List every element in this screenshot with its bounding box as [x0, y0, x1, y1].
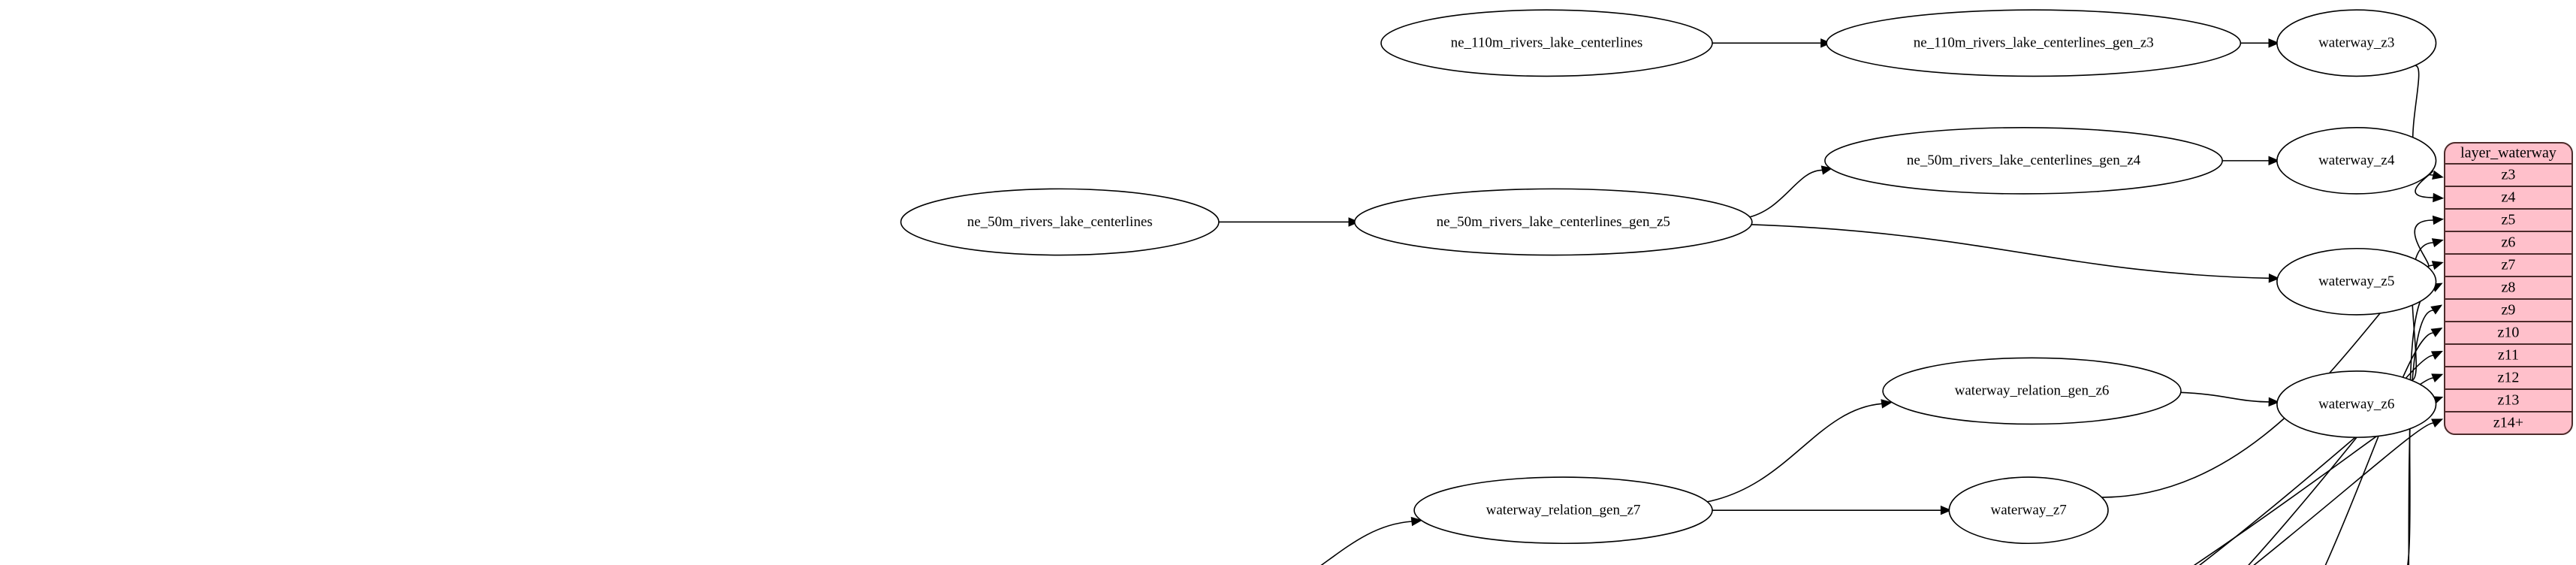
graph-node-waterway_z3[interactable]: waterway_z3 — [2276, 9, 2437, 77]
graph-node-waterway_z5[interactable]: waterway_z5 — [2276, 247, 2437, 316]
node-ellipse — [2276, 9, 2437, 77]
node-label: ne_50m_rivers_lake_centerlines_gen_z5 — [1437, 214, 1670, 230]
nodes-layer: imposm3osm_waterway_relationosm_waterway… — [900, 9, 2437, 545]
edge-arrowhead — [1940, 505, 1952, 515]
table-row-label: z3 — [2502, 167, 2516, 183]
graph-node-waterway_z4[interactable]: waterway_z4 — [2276, 126, 2437, 195]
edge-arrowhead — [2430, 328, 2443, 337]
graph-edge — [2414, 219, 2434, 267]
node-label: waterway_relation_gen_z7 — [1486, 502, 1641, 518]
edges-layer — [1215, 38, 2445, 565]
node-ellipse — [2276, 370, 2437, 438]
edge-arrowhead — [2431, 373, 2444, 382]
table-row-label: z4 — [2502, 189, 2516, 206]
node-ellipse — [2276, 247, 2437, 316]
table-row-label: z11 — [2498, 347, 2519, 364]
graph-node-ne_50m_rivers_lake_centerlines_gen_z4[interactable]: ne_50m_rivers_lake_centerlines_gen_z4 — [1824, 126, 2223, 195]
table-row-z6[interactable]: z6 — [2445, 231, 2572, 254]
graph-edge — [2253, 422, 2434, 565]
node-label: waterway_z5 — [2318, 273, 2394, 289]
table-row-z11[interactable]: z11 — [2445, 344, 2572, 367]
edge-arrowhead — [1348, 217, 1360, 227]
node-ellipse — [1826, 9, 2242, 77]
graph-edge — [2177, 391, 2270, 403]
graph-node-ne_50m_rivers_lake_centerlines_gen_z5[interactable]: ne_50m_rivers_lake_centerlines_gen_z5 — [1353, 188, 1753, 256]
graph-edge — [1746, 169, 1823, 219]
node-label: ne_110m_rivers_lake_centerlines_gen_z3 — [1914, 35, 2154, 51]
graph-node-waterway_relation_gen_z6[interactable]: waterway_relation_gen_z6 — [1882, 357, 2182, 425]
node-label: waterway_z4 — [2318, 153, 2395, 168]
edge-arrowhead — [2431, 261, 2444, 270]
graph-node-ne_110m_rivers_lake_centerlines_gen_z3[interactable]: ne_110m_rivers_lake_centerlines_gen_z3 — [1826, 9, 2242, 77]
node-ellipse — [1353, 188, 1753, 256]
node-label: waterway_z3 — [2318, 35, 2394, 51]
edge-arrowhead — [1820, 38, 1832, 48]
edge-arrowhead — [1881, 399, 1893, 409]
graph-edge — [2193, 400, 2434, 565]
edge-arrowhead — [2432, 170, 2444, 180]
graph-node-waterway_relation_gen_z7[interactable]: waterway_relation_gen_z7 — [1413, 476, 1713, 545]
graph-edge — [1747, 223, 2270, 279]
graph-edge — [2324, 332, 2434, 565]
table-row-z4[interactable]: z4 — [2445, 186, 2572, 209]
table-row-label: z14+ — [2493, 415, 2523, 431]
graph-edge — [2415, 170, 2434, 198]
node-ellipse — [2276, 126, 2437, 195]
table-row-label: z12 — [2498, 370, 2520, 386]
table-header-label: layer_waterway — [2460, 145, 2556, 162]
table-row-label: z5 — [2502, 212, 2516, 228]
node-ellipse — [1882, 357, 2182, 425]
edge-arrowhead — [2432, 215, 2445, 225]
graph-edge — [2408, 310, 2434, 565]
graph-node-ne_50m_rivers_lake_centerlines[interactable]: ne_50m_rivers_lake_centerlines — [900, 188, 1220, 256]
table-row-label: z7 — [2502, 257, 2516, 273]
node-ellipse — [1948, 476, 2109, 545]
table-row-label: z6 — [2502, 234, 2516, 251]
edge-arrowhead — [2431, 418, 2444, 428]
node-label: waterway_z7 — [1990, 502, 2066, 518]
node-ellipse — [1380, 9, 1713, 77]
node-label: waterway_z6 — [2318, 396, 2394, 412]
table-row-z7[interactable]: z7 — [2445, 254, 2572, 276]
graph-edge — [2411, 242, 2434, 381]
table-row-z13[interactable]: z13 — [2445, 389, 2572, 412]
node-label: ne_50m_rivers_lake_centerlines_gen_z4 — [1907, 153, 2141, 168]
table-row-z12[interactable]: z12 — [2445, 367, 2572, 389]
node-ellipse — [1413, 476, 1713, 545]
edge-arrowhead — [2431, 238, 2444, 248]
table-outline — [2444, 142, 2573, 435]
table-row-z5[interactable]: z5 — [2445, 209, 2572, 231]
node-ellipse — [900, 188, 1220, 256]
layer-waterway-table: layer_waterway z3 z4 z5 z6 z7 z8 z9 z10 z11 z12 z13… — [2444, 142, 2573, 435]
table-row-z9[interactable]: z9 — [2445, 299, 2572, 322]
node-ellipse — [1824, 126, 2223, 195]
graph-edge — [1704, 403, 1882, 503]
graph-edge — [2198, 377, 2434, 565]
edge-arrowhead — [2430, 304, 2443, 315]
node-label: ne_110m_rivers_lake_centerlines — [1451, 35, 1643, 51]
graph-node-waterway_z7[interactable]: waterway_z7 — [1948, 476, 2109, 545]
table-row-label: z10 — [2498, 325, 2520, 341]
table-row-label: z8 — [2502, 279, 2516, 296]
edge-arrowhead — [2268, 38, 2280, 48]
edge-arrowhead — [2268, 397, 2280, 407]
graph-node-ne_110m_rivers_lake_centerlines[interactable]: ne_110m_rivers_lake_centerlines — [1380, 9, 1713, 77]
node-label: ne_50m_rivers_lake_centerlines — [967, 214, 1153, 230]
table-row-z10[interactable]: z10 — [2445, 322, 2572, 344]
edge-arrowhead — [2268, 273, 2280, 283]
graph-node-waterway_z6[interactable]: waterway_z6 — [2276, 370, 2437, 438]
edge-arrowhead — [2433, 192, 2445, 203]
table-row-z8[interactable]: z8 — [2445, 276, 2572, 299]
table-row-label: z9 — [2502, 302, 2516, 319]
edge-arrowhead — [1410, 516, 1423, 527]
node-label: waterway_relation_gen_z6 — [1955, 383, 2110, 399]
edge-arrowhead — [2430, 350, 2443, 360]
graph-edge — [1320, 521, 1412, 565]
table-row-z3[interactable]: z3 — [2445, 164, 2572, 186]
table-row-z14+[interactable]: z14+ — [2445, 412, 2572, 434]
table-row-label: z13 — [2498, 392, 2520, 409]
edge-arrowhead — [2268, 156, 2280, 166]
